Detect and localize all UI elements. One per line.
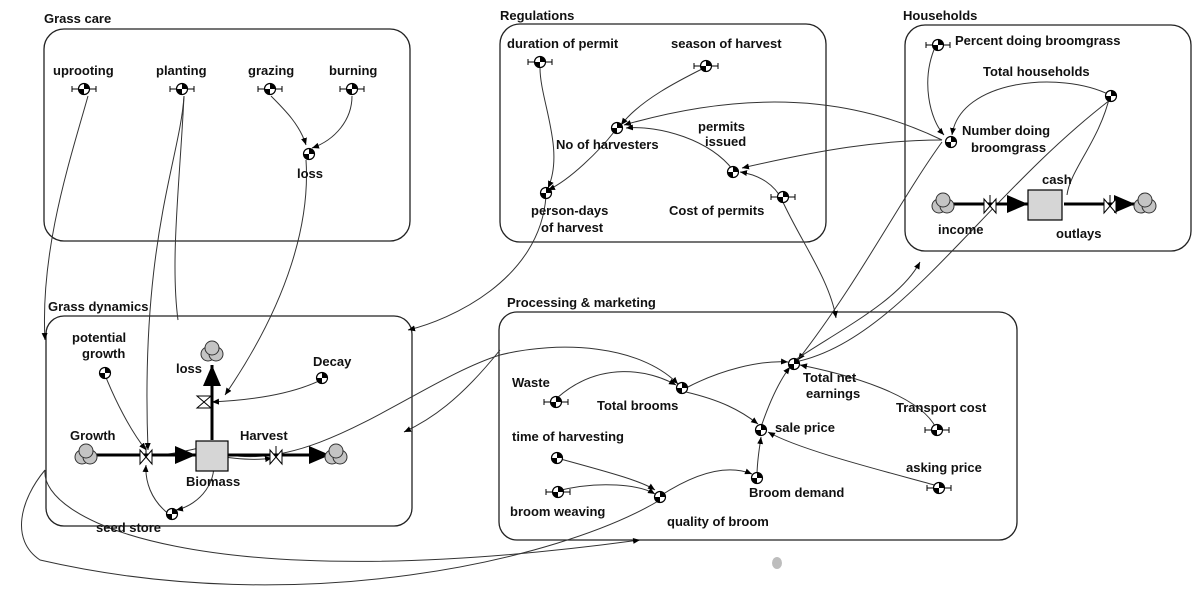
cash-stock[interactable] [1027,189,1063,221]
label-broom-demand: Broom demand [749,485,844,500]
label-uprooting: uprooting [53,63,114,78]
permits-issued-converter[interactable] [726,165,740,179]
households-box [904,24,1192,252]
season-harvest-converter[interactable] [693,59,719,73]
label-loss-care: loss [297,166,323,181]
grass-care-box [43,28,411,242]
time-harvesting-converter[interactable] [550,451,564,465]
labels: uprooting planting grazing burning loss … [53,33,1120,535]
duration-permit-converter[interactable] [527,55,553,69]
regulations-box [499,23,827,243]
person-days-converter[interactable] [539,186,553,200]
section-title-grass-care: Grass care [44,11,111,26]
loss-valve[interactable] [195,395,213,409]
label-outlays: outlays [1056,226,1102,241]
label-no-harvesters: No of harvesters [556,137,659,152]
connectors [21,44,1111,586]
label-harvest: Harvest [240,428,288,443]
label-grazing: grazing [248,63,294,78]
broom-demand-converter[interactable] [750,471,764,485]
label-waste: Waste [512,375,550,390]
label-planting: planting [156,63,207,78]
label-potential-growth-2: growth [82,346,125,361]
transport-cost-converter[interactable] [924,423,950,437]
label-transport-cost: Transport cost [896,400,987,415]
section-title-regulations: Regulations [500,8,574,23]
source-cloud-income [931,192,955,214]
sink-cloud-loss [200,340,224,362]
label-burning: burning [329,63,377,78]
label-loss-dyn: loss [176,361,202,376]
label-person-days-2: of harvest [541,220,604,235]
quality-broom-converter[interactable] [653,490,667,504]
label-quality-broom: quality of broom [667,514,769,529]
label-decay: Decay [313,354,352,369]
label-cost-permits: Cost of permits [669,203,764,218]
label-time-harvesting: time of harvesting [512,429,624,444]
grass-dynamics-box [45,315,413,527]
uprooting-converter[interactable] [71,82,97,96]
section-title-grass-dynamics: Grass dynamics [48,299,148,314]
section-title-households: Households [903,8,977,23]
growth-valve[interactable] [139,445,153,465]
label-total-net-2: earnings [806,386,860,401]
total-net-converter[interactable] [787,357,801,371]
broom-weaving-converter[interactable] [545,485,571,499]
label-person-days-1: person-days [531,203,608,218]
label-number-doing-2: broomgrass [971,140,1046,155]
section-title-processing: Processing & marketing [507,295,656,310]
sink-cloud-harvest [324,443,348,465]
harvest-valve[interactable] [269,445,283,465]
label-cash: cash [1042,172,1072,187]
processing-box [498,311,1018,541]
total-brooms-converter[interactable] [675,381,689,395]
label-duration-permit: duration of permit [507,36,619,51]
seed-store-converter[interactable] [165,507,179,521]
sale-price-converter[interactable] [754,423,768,437]
income-valve[interactable] [983,194,997,214]
biomass-stock[interactable] [195,440,229,472]
label-growth: Growth [70,428,116,443]
grazing-converter[interactable] [257,82,283,96]
outlays-valve[interactable] [1103,194,1117,214]
number-doing-converter[interactable] [944,135,958,149]
total-households-converter[interactable] [1104,89,1118,103]
no-harvesters-converter[interactable] [610,121,624,135]
source-cloud-growth [74,443,98,465]
stray-dot [772,557,782,569]
label-potential-growth-1: potential [72,330,126,345]
percent-doing-converter[interactable] [925,38,951,52]
label-total-households: Total households [983,64,1090,79]
label-permits-issued-2: issued [705,134,746,149]
loss-converter[interactable] [302,147,316,161]
planting-converter[interactable] [169,82,195,96]
waste-converter[interactable] [543,395,569,409]
label-biomass: Biomass [186,474,240,489]
label-asking-price: asking price [906,460,982,475]
label-seed-store: seed store [96,520,161,535]
cost-permits-converter[interactable] [770,190,796,204]
label-total-brooms: Total brooms [597,398,678,413]
sink-cloud-outlays [1133,192,1157,214]
label-percent-doing: Percent doing broomgrass [955,33,1120,48]
burning-converter[interactable] [339,82,365,96]
label-number-doing-1: Number doing [962,123,1050,138]
label-season-harvest: season of harvest [671,36,782,51]
label-income: income [938,222,984,237]
decay-converter[interactable] [315,371,329,385]
label-broom-weaving: broom weaving [510,504,605,519]
label-permits-issued-1: permits [698,119,745,134]
label-sale-price: sale price [775,420,835,435]
potential-growth-converter[interactable] [98,366,112,380]
label-total-net-1: Total net [803,370,857,385]
